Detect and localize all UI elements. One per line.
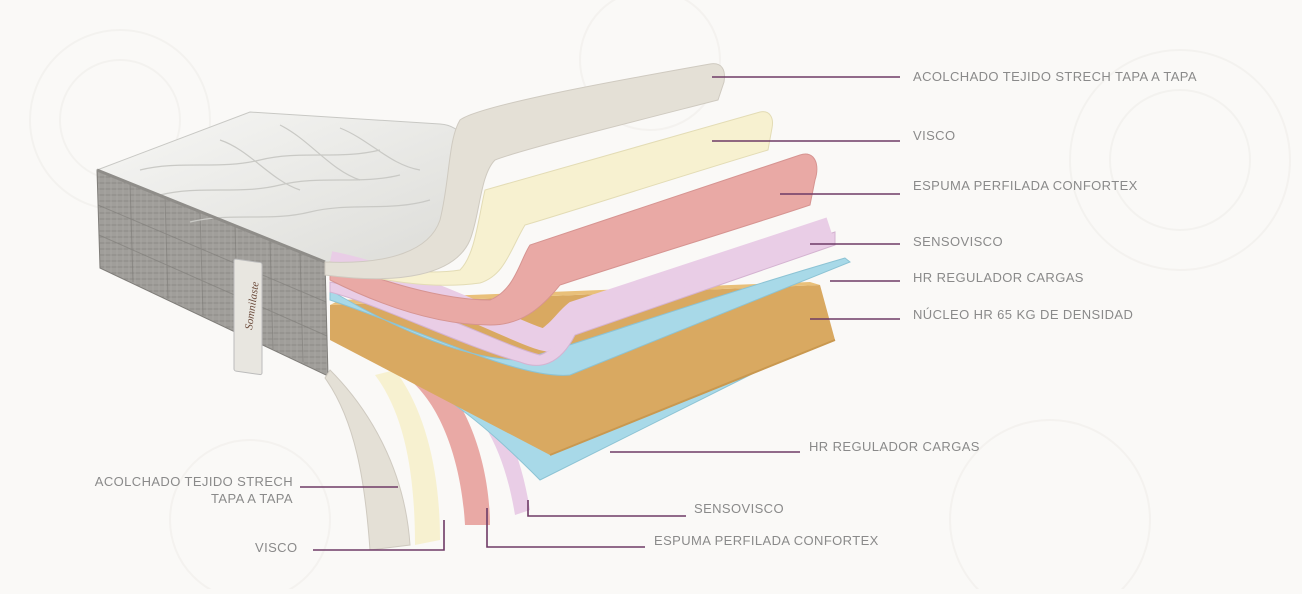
brand-tag bbox=[233, 258, 263, 376]
label-sensovisco-bottom: SENSOVISCO bbox=[694, 501, 784, 516]
label-visco-top: VISCO bbox=[913, 128, 956, 143]
bottom-visco-layer bbox=[375, 370, 440, 545]
bottom-espuma-layer bbox=[410, 370, 490, 525]
label-acolchado-bottom: ACOLCHADO TEJIDO STRECH TAPA A TAPA bbox=[60, 473, 293, 507]
label-espuma-top: ESPUMA PERFILADA CONFORTEX bbox=[913, 178, 1138, 193]
label-sensovisco-top: SENSOVISCO bbox=[913, 234, 1003, 249]
top-quilting bbox=[139, 124, 431, 223]
label-hr-top: HR REGULADOR CARGAS bbox=[913, 270, 1084, 285]
label-acolchado-top: ACOLCHADO TEJIDO STRECH TAPA A TAPA bbox=[913, 69, 1197, 84]
label-hr-bottom: HR REGULADOR CARGAS bbox=[809, 439, 980, 454]
bottom-sensovisco-layer bbox=[440, 375, 530, 515]
top-hr-layer bbox=[329, 257, 851, 376]
label-visco-bottom: VISCO bbox=[255, 540, 298, 555]
top-acolchado-layer bbox=[324, 63, 725, 280]
label-acolchado-bottom-line1: ACOLCHADO TEJIDO STRECH bbox=[94, 474, 293, 489]
label-acolchado-bottom-line2: TAPA A TAPA bbox=[211, 491, 293, 506]
label-espuma-bottom: ESPUMA PERFILADA CONFORTEX bbox=[654, 533, 879, 548]
top-sensovisco-layer bbox=[329, 231, 836, 366]
top-espuma-layer bbox=[329, 153, 818, 326]
leader-lines bbox=[300, 76, 900, 551]
top-visco-layer bbox=[329, 111, 773, 286]
bottom-acolchado-layer bbox=[324, 369, 411, 551]
label-nucleo: NÚCLEO HR 65 KG DE DENSIDAD bbox=[913, 307, 1134, 322]
